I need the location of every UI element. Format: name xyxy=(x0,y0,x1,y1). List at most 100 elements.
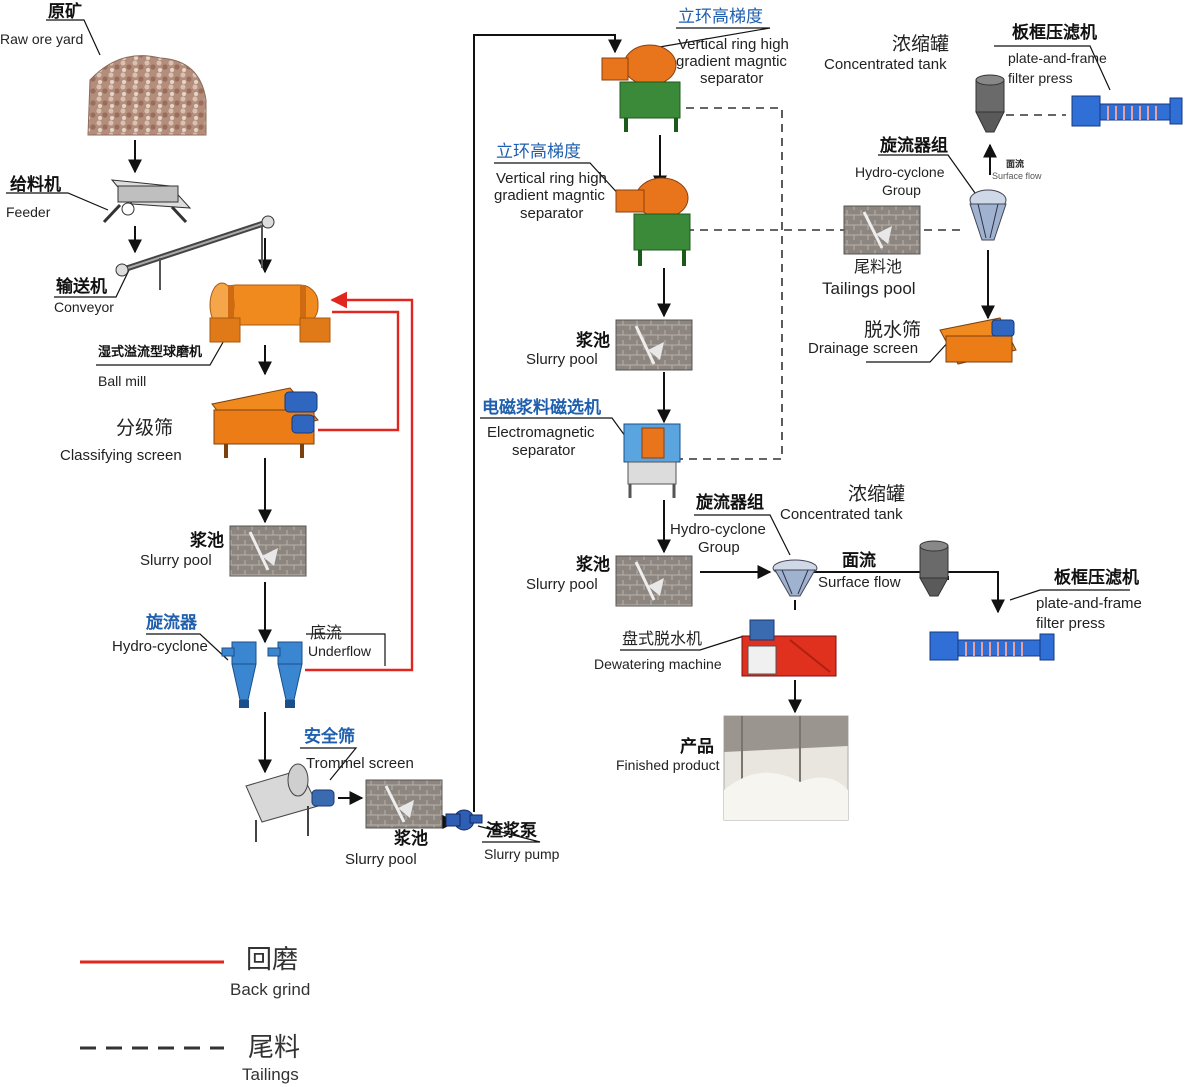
hydro-cyclone-group-low-label-en-2: Group xyxy=(698,539,740,556)
filter-press-low-icon xyxy=(929,631,1055,661)
filter-press-low-label-cn: 板框压滤机 xyxy=(1054,568,1139,588)
hydro-cyclone-label-en: Hydro-cyclone xyxy=(112,638,208,655)
feeder-icon xyxy=(102,179,192,224)
filter-press-low-label-en-2: filter press xyxy=(1036,615,1106,632)
tailings-lines xyxy=(676,107,1066,460)
drainage-screen-icon xyxy=(939,317,1017,365)
vrhg-separator-1-label-en-1: Vertical ring high xyxy=(678,36,789,53)
vrhg-separator-1-label-cn: 立环高梯度 xyxy=(678,7,763,27)
trommel-screen-icon xyxy=(245,763,335,842)
concentrated-tank-low-label-en: Concentrated tank xyxy=(780,506,903,523)
legend-back-grind-en: Back grind xyxy=(230,980,311,999)
legend-tailings-en: Tailings xyxy=(242,1065,299,1084)
classifying-screen-label-cn: 分级筛 xyxy=(116,417,174,439)
hydro-cyclone-group-top-label-cn: 旋流器组 xyxy=(880,136,948,156)
vrhg-separator-2-icon xyxy=(615,177,691,266)
vrhg-separator-2-label-cn: 立环高梯度 xyxy=(496,142,581,162)
filter-press-top-icon xyxy=(1071,95,1183,127)
legend-back-grind-cn: 回磨 xyxy=(246,945,299,975)
slurry-pump-icon xyxy=(445,809,483,831)
surface-flow-small-label-cn: 面流 xyxy=(1006,159,1025,169)
conveyor-label-cn: 输送机 xyxy=(56,277,107,297)
tailings-pool-image xyxy=(843,205,921,255)
concentrated-tank-low-label-cn: 浓缩罐 xyxy=(848,483,906,505)
tailings-pool-label-en: Tailings pool xyxy=(822,279,916,298)
slurry-pool-1-image xyxy=(229,525,307,577)
ball-mill-label-en: Ball mill xyxy=(98,373,147,389)
filter-press-top-label-cn: 板框压滤机 xyxy=(1012,23,1097,43)
conveyor-label-en: Conveyor xyxy=(54,299,114,315)
process-flow-lines xyxy=(128,34,1005,829)
filter-press-top-label-en-2: filter press xyxy=(1008,70,1073,86)
finished-product-label-cn: 产品 xyxy=(680,737,714,757)
classifying-screen-label-en: Classifying screen xyxy=(60,447,182,464)
slurry-pool-4-label-cn: 浆池 xyxy=(576,555,610,575)
slurry-pool-4-image xyxy=(615,555,693,607)
drainage-screen-label-en: Drainage screen xyxy=(808,340,919,357)
slurry-pool-2-label-cn: 浆池 xyxy=(394,829,428,849)
vrhg-separator-1-label-en-2: gradient magntic xyxy=(676,53,787,70)
hydro-cyclone-group-low-label-cn: 旋流器组 xyxy=(696,493,764,513)
tailings-pool-label-cn: 尾料池 xyxy=(854,257,903,276)
underflow-label-en: Underflow xyxy=(308,643,372,659)
raw-ore-label-en: Raw ore yard xyxy=(0,31,84,47)
feeder-label-en: Feeder xyxy=(6,204,51,220)
slurry-pool-3-label-cn: 浆池 xyxy=(576,331,610,351)
hydro-cyclone-group-top-icon xyxy=(969,189,1007,241)
conveyor-icon xyxy=(115,215,275,290)
ball-mill-label-cn: 湿式溢流型球磨机 xyxy=(98,345,203,360)
surface-flow-label-en: Surface flow xyxy=(818,574,901,591)
trommel-screen-label-cn: 安全筛 xyxy=(304,727,355,747)
underflow-label-cn: 底流 xyxy=(310,623,343,642)
slurry-pool-1-label-cn: 浆池 xyxy=(190,531,224,551)
vrhg-separator-2-label-en-1: Vertical ring high xyxy=(496,170,607,187)
hydro-cyclone-group-top-label-en-2: Group xyxy=(882,182,921,198)
vrhg-separator-2-label-en-3: separator xyxy=(520,205,584,222)
concentrated-tank-low-icon xyxy=(919,540,949,597)
legend-tailings-cn: 尾料 xyxy=(248,1033,301,1063)
vrhg-separator-2-label-en-2: gradient magntic xyxy=(494,187,605,204)
concentrated-tank-top-label-cn: 浓缩罐 xyxy=(892,33,950,55)
hydro-cyclone-group-top-label-en-1: Hydro-cyclone xyxy=(855,164,945,180)
slurry-pool-3-label-en: Slurry pool xyxy=(526,351,598,368)
drainage-screen-label-cn: 脱水筛 xyxy=(864,319,922,341)
hydro-cyclone-group-low-label-en-1: Hydro-cyclone xyxy=(670,521,766,538)
dewatering-machine-label-en: Dewatering machine xyxy=(594,656,722,672)
electromagnetic-separator-label-cn: 电磁浆料磁选机 xyxy=(482,398,601,418)
hydro-cyclone-left xyxy=(221,641,257,708)
electromagnetic-separator-label-en-1: Electromagnetic xyxy=(487,424,595,441)
hydro-cyclone-icons xyxy=(221,641,303,708)
ball-mill-icon xyxy=(209,282,331,343)
electromagnetic-separator-label-en-2: separator xyxy=(512,442,576,459)
classifying-screen-icon xyxy=(211,387,319,458)
surface-flow-small-label-en: Surface flow xyxy=(992,171,1042,181)
slurry-pump-label-cn: 渣浆泵 xyxy=(486,821,537,841)
raw-ore-label-cn: 原矿 xyxy=(48,2,82,22)
slurry-pool-4-label-en: Slurry pool xyxy=(526,576,598,593)
slurry-pool-2-label-en: Slurry pool xyxy=(345,851,417,868)
hydro-cyclone-group-low-icon xyxy=(772,559,818,597)
slurry-pool-1-label-en: Slurry pool xyxy=(140,552,212,569)
filter-press-low-label-en-1: plate-and-frame xyxy=(1036,595,1142,612)
back-grind-lines xyxy=(305,291,414,672)
concentrated-tank-top-label-en: Concentrated tank xyxy=(824,56,947,73)
dewatering-machine-icon xyxy=(741,619,837,677)
raw-ore-pile-icon xyxy=(87,55,207,136)
dewatering-machine-label-cn: 盘式脱水机 xyxy=(622,629,703,648)
filter-press-top-label-en-1: plate-and-frame xyxy=(1008,50,1107,66)
finished-product-label-en: Finished product xyxy=(616,757,720,773)
vrhg-separator-1-label-en-3: separator xyxy=(700,70,764,87)
slurry-pump-label-en: Slurry pump xyxy=(484,846,560,862)
trommel-screen-label-en: Trommel screen xyxy=(306,755,414,772)
hydro-cyclone-label-cn: 旋流器 xyxy=(146,613,197,633)
finished-product-image xyxy=(723,715,849,821)
surface-flow-label-cn: 面流 xyxy=(842,551,876,571)
slurry-pool-2-image xyxy=(365,779,443,829)
feeder-label-cn: 给料机 xyxy=(10,175,61,195)
hydro-cyclone-right xyxy=(267,641,303,708)
concentrated-tank-top-icon xyxy=(975,74,1005,133)
vrhg-separator-1-icon xyxy=(601,44,681,132)
slurry-pool-3-image xyxy=(615,319,693,371)
electromagnetic-separator-icon xyxy=(623,423,681,498)
